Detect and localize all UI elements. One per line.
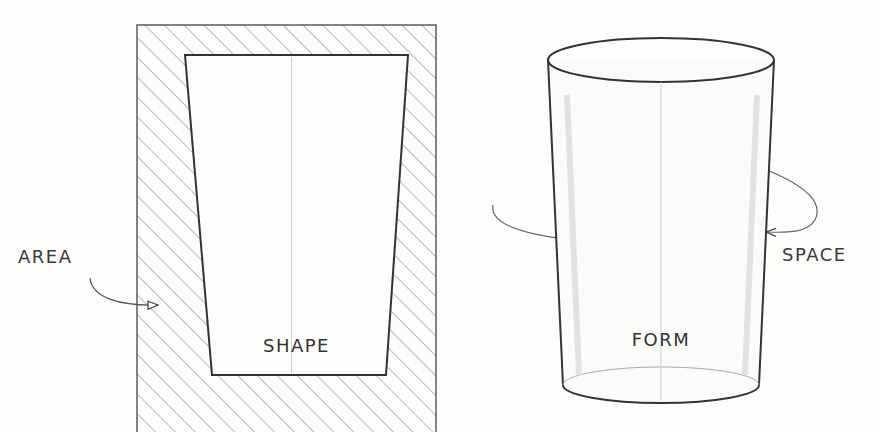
glass-body xyxy=(548,60,774,403)
shading xyxy=(745,95,757,375)
center-guide xyxy=(291,57,292,373)
node-label: SHAPE xyxy=(185,335,408,356)
area-frame xyxy=(137,25,436,432)
callout-label: SPACE xyxy=(782,244,847,265)
glass-outline xyxy=(545,35,777,407)
leader-arrow xyxy=(90,278,158,305)
center-guide xyxy=(661,82,662,401)
shading xyxy=(567,95,579,375)
callout-label: AREA xyxy=(18,246,73,267)
node-label: FORM xyxy=(545,329,777,350)
shape-node: SHAPE xyxy=(185,55,408,375)
shape-outline xyxy=(185,55,408,375)
form-node: FORM xyxy=(545,35,777,407)
glass-rim xyxy=(548,38,774,82)
trapezoid-outline xyxy=(185,55,408,375)
